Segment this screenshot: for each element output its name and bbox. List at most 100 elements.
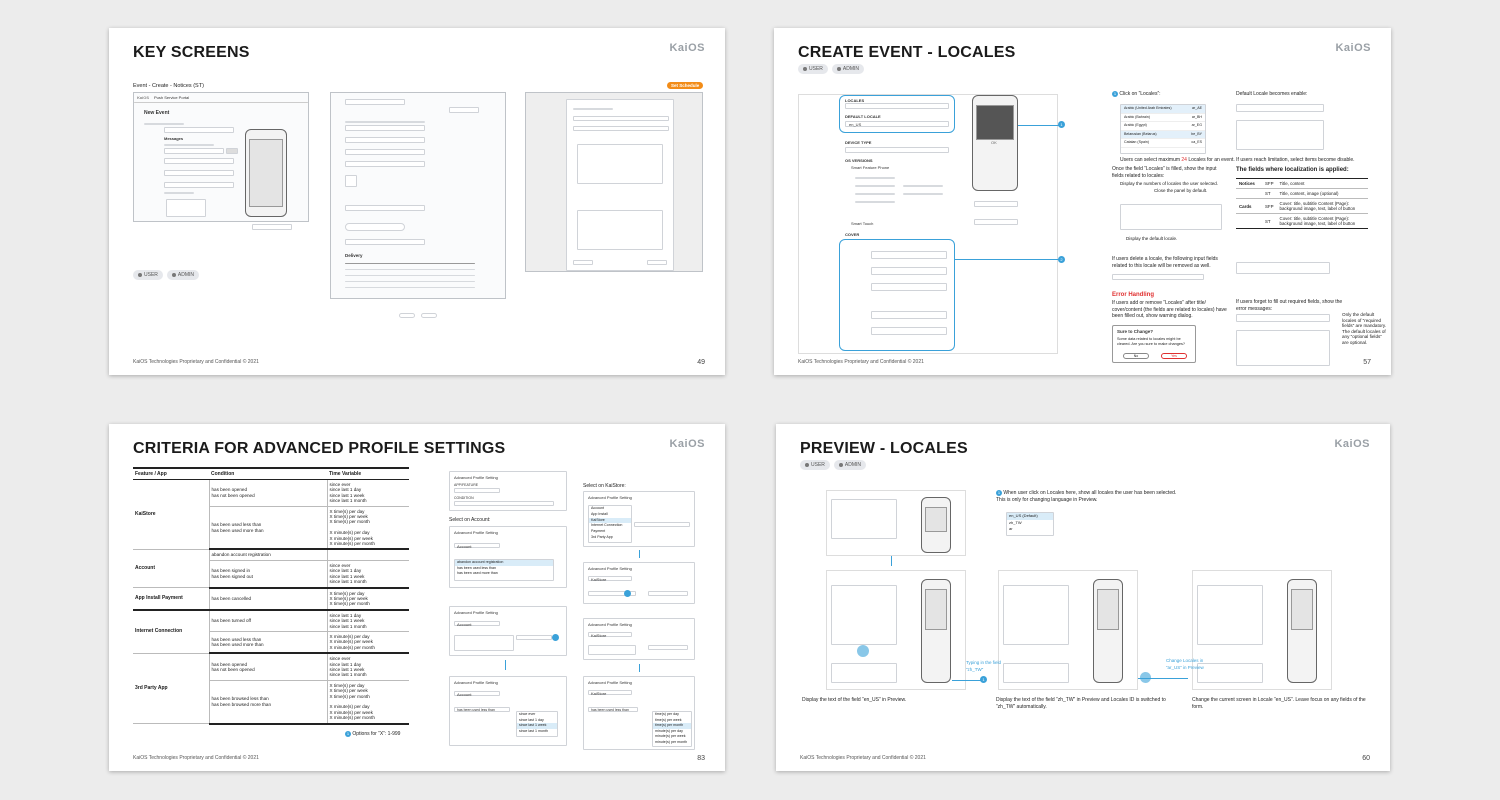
role-admin-label: ADMIN xyxy=(844,462,862,468)
mock-logo: KaiOS xyxy=(137,95,150,100)
kaistore-value: KaiStore xyxy=(591,577,607,582)
locale-form-mock: LOCALES DEFAULT LOCALE en_US DEVICE TYPE… xyxy=(798,94,1058,354)
footer: KaiOS Technologies Proprietary and Confi… xyxy=(798,359,924,365)
loc-field-type: SFP xyxy=(1262,198,1277,214)
slide-title: PREVIEW - LOCALES xyxy=(800,440,968,457)
app-feature-label: APP/FEATURE xyxy=(454,483,479,487)
time-variable-cell: since ever since last 1 day since last 1… xyxy=(327,653,409,681)
feature-menu-item[interactable]: Account xyxy=(591,506,604,510)
locale-option[interactable]: Catalan (Spain)ca_ES xyxy=(1121,139,1205,148)
required-fields-mock xyxy=(1236,330,1330,366)
time-option[interactable]: since last 1 day xyxy=(519,717,544,722)
criteria-row: has been used less than has been used mo… xyxy=(133,631,409,655)
step1-label: Click on “Locales”: xyxy=(1119,91,1161,97)
locale-option[interactable]: Arabic (United Arab Emirates)ar_AE xyxy=(1121,105,1205,114)
locale-option[interactable]: Arabic (Bahrain) ar_BH xyxy=(1121,114,1205,122)
options-note: 1 Options for “X”: 1-999 xyxy=(345,731,400,738)
minute-option[interactable]: minute(s) per week xyxy=(655,734,686,738)
feature-menu-item[interactable]: KaiStore xyxy=(589,517,631,524)
loc-field-fields: Cover: title, subtitle Content (Page): b… xyxy=(1276,213,1368,229)
role-user-label: USER xyxy=(144,272,158,278)
forget-required-note: If users forget to fill out required fie… xyxy=(1236,299,1343,312)
role-admin-pill: ADMIN xyxy=(166,270,200,280)
condition-option[interactable]: has been used more than xyxy=(457,571,498,575)
minute-option[interactable]: time(s) per day xyxy=(655,712,679,716)
dialog-yes-button[interactable]: Yes xyxy=(1161,353,1187,359)
time-option[interactable]: since last 1 month xyxy=(519,728,548,733)
default-enable-text: Default Locale becomes enable: xyxy=(1236,91,1308,97)
locale-name: Arabic (Bahrain) xyxy=(1124,114,1150,119)
set-schedule-badge[interactable]: Set Schedule xyxy=(667,82,704,89)
person-icon xyxy=(138,273,142,277)
kaios-logo: KaiOS xyxy=(1334,438,1370,450)
smart-touch-option[interactable]: Smart Touch xyxy=(851,221,874,226)
person-icon xyxy=(805,463,809,467)
preview-locale-option[interactable]: ar xyxy=(1009,526,1013,531)
default-locale-select[interactable]: en_US xyxy=(845,121,949,127)
note-icon: 1 xyxy=(345,731,351,737)
kaios-logo: KaiOS xyxy=(1335,42,1371,54)
dialog-title: Sure to Change? xyxy=(1117,329,1154,334)
loc-field-type: ST xyxy=(1262,188,1277,199)
device-type-label: DEVICE TYPE xyxy=(845,140,872,145)
smart-feature-phone-option[interactable]: Smart Feature Phone xyxy=(851,165,890,170)
adv-profile-label: Advanced Profile Setting xyxy=(454,610,498,615)
time-option[interactable]: since last 1 week xyxy=(517,723,557,729)
locale-option[interactable]: Arabic (Egypt)ar_EG xyxy=(1121,122,1205,131)
locales-highlight xyxy=(839,95,955,133)
slide-key-screens: KEY SCREENS KaiOS Event - Create - Notic… xyxy=(109,28,725,375)
time-variable-cell: X time(s) per day X time(s) per week X t… xyxy=(327,506,409,551)
preview-locale-option[interactable]: en_US (Default) xyxy=(1007,513,1053,520)
fields-heading: The fields where localization is applied… xyxy=(1236,167,1349,173)
select-account-label: Select on Account: xyxy=(449,517,491,523)
locale-code: ar_BH xyxy=(1191,114,1202,119)
header-time: Time Variable xyxy=(327,467,409,480)
loc-field-fields: Title, content xyxy=(1276,178,1368,189)
minute-option[interactable]: time(s) per month xyxy=(653,723,691,729)
condition-option[interactable]: has been used less than xyxy=(457,565,496,570)
footer: KaiOS Technologies Proprietary and Confi… xyxy=(133,755,259,761)
connector-line xyxy=(954,259,1060,260)
role-admin-label: ADMIN xyxy=(177,272,195,278)
minute-option[interactable]: minute(s) per day xyxy=(655,728,683,733)
minute-option[interactable]: minute(s) per month xyxy=(655,739,688,744)
role-admin-pill: ADMIN xyxy=(833,460,867,470)
feature-menu-item[interactable]: App Install xyxy=(591,511,608,516)
account-value: Account xyxy=(457,692,472,697)
callout-dot xyxy=(624,590,631,597)
preview-locale-option[interactable]: zh_TW xyxy=(1009,519,1022,525)
connector-line xyxy=(1018,125,1060,126)
role-user-label: USER xyxy=(811,462,825,468)
flow-line xyxy=(505,660,506,670)
role-user-pill: USER xyxy=(798,64,828,74)
error-handling-heading: Error Handling xyxy=(1112,292,1155,298)
minute-option[interactable]: time(s) per week xyxy=(655,717,682,722)
dialog-no-button[interactable]: No xyxy=(1123,353,1149,359)
slide-create-event-locales: CREATE EVENT - LOCALES KaiOS USER ADMIN … xyxy=(774,28,1391,375)
condition-cell: has been used less than has been used mo… xyxy=(209,506,328,551)
time-option[interactable]: since ever xyxy=(519,712,536,716)
role-pills: USER ADMIN xyxy=(133,270,200,280)
condition-option[interactable]: abandon account registration xyxy=(455,560,553,566)
footer: KaiOS Technologies Proprietary and Confi… xyxy=(133,359,259,365)
feature-menu-item[interactable]: 3rd Party App xyxy=(591,534,613,539)
portal-title: Push Service Portal xyxy=(154,95,190,100)
max-note-post: Locales for an event. If users reach lim… xyxy=(1186,157,1355,163)
adv-profile-label: Advanced Profile Setting xyxy=(588,680,632,685)
feature-menu-item[interactable]: Internet Connection xyxy=(591,523,623,528)
options-note-text: Options for “X”: 1-999 xyxy=(352,731,401,737)
feature-menu-item[interactable]: Payment xyxy=(591,529,606,534)
role-user-pill: USER xyxy=(133,270,163,280)
locale-option[interactable]: Belarusian (Belarus)be_BY xyxy=(1121,130,1205,139)
